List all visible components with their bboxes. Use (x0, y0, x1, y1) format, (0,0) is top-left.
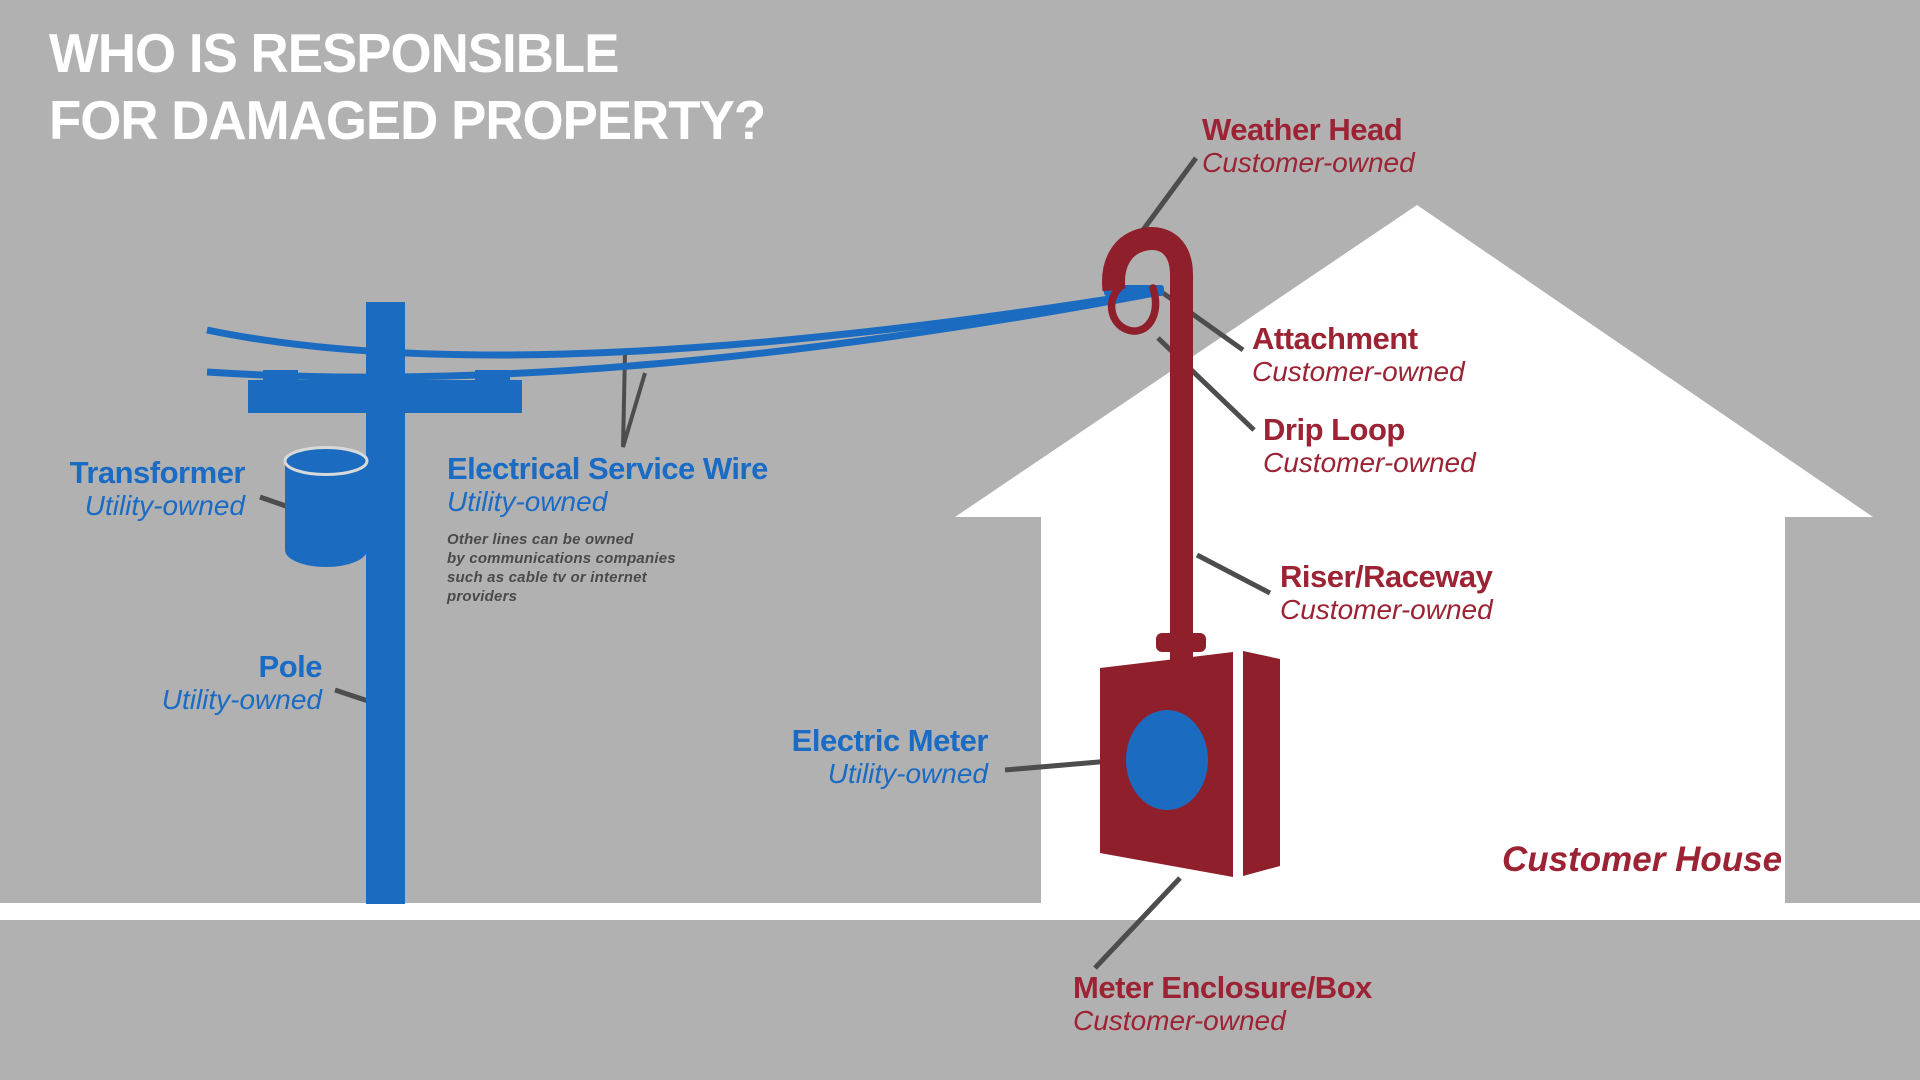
transformer-name: Transformer (69, 455, 246, 490)
pointer-riser (1195, 552, 1272, 596)
riser-raceway-label: Riser/Raceway Customer-owned (1280, 559, 1493, 626)
pointer-meter-enclosure (1093, 876, 1182, 970)
electrical-service-wire-label: Electrical Service Wire Utility-owned Ot… (447, 452, 768, 606)
page-title: WHO IS RESPONSIBLE FOR DAMAGED PROPERTY? (49, 20, 766, 154)
note-line-1: Other lines can be owned (447, 531, 634, 548)
pole-label: Pole Utility-owned (161, 649, 323, 716)
weather-head-ownership: Customer-owned (1202, 147, 1415, 178)
service-wire-lower (206, 288, 1161, 381)
attachment-name: Attachment (1252, 321, 1418, 356)
meter-enclosure-name: Meter Enclosure/Box (1073, 970, 1372, 1005)
weather-head-name: Weather Head (1202, 112, 1403, 147)
electric-meter-label: Electric Meter Utility-owned (791, 723, 989, 790)
transformer-graphic (285, 462, 367, 567)
electrical-service-wire-note: Other lines can be owned by communicatio… (447, 530, 768, 606)
electric-meter-ownership: Utility-owned (827, 758, 988, 789)
drip-loop-graphic (1107, 283, 1160, 335)
riser-raceway-name: Riser/Raceway (1280, 559, 1493, 594)
transformer-ownership: Utility-owned (84, 490, 245, 521)
attachment-label: Attachment Customer-owned (1252, 321, 1465, 388)
service-wire-upper (206, 287, 1161, 359)
pointer-weather-head (1140, 156, 1199, 232)
weather-head-label: Weather Head Customer-owned (1202, 112, 1415, 179)
meter-enclosure-ownership: Customer-owned (1073, 1005, 1286, 1036)
attachment-ownership: Customer-owned (1252, 356, 1465, 387)
page-title-line2: FOR DAMAGED PROPERTY? (49, 89, 766, 151)
page-title-line1: WHO IS RESPONSIBLE (49, 22, 619, 84)
meter-enclosure-label: Meter Enclosure/Box Customer-owned (1073, 970, 1372, 1037)
riser-coupling-graphic (1156, 633, 1206, 652)
transformer-lid (283, 446, 369, 476)
ground-strip (0, 903, 1920, 920)
electric-meter-dial (1126, 710, 1208, 810)
customer-house-shape (955, 205, 1873, 903)
note-line-3: such as cable tv or internet (447, 569, 647, 586)
pointer-service-wire (621, 352, 647, 448)
weather-head-graphic (1102, 227, 1193, 322)
crossarm-graphic (248, 380, 522, 413)
electrical-service-wire-ownership: Utility-owned (447, 486, 608, 517)
customer-house-label: Customer House (1502, 840, 1783, 879)
note-line-4: providers (447, 588, 518, 605)
drip-loop-label: Drip Loop Customer-owned (1263, 412, 1476, 479)
pole-ownership: Utility-owned (161, 684, 322, 715)
note-line-2: by communications companies (447, 550, 676, 567)
riser-pipe-graphic (1170, 290, 1193, 635)
electrical-service-wire-name: Electrical Service Wire (447, 451, 768, 486)
drip-loop-ownership: Customer-owned (1263, 447, 1476, 478)
riser-raceway-ownership: Customer-owned (1280, 594, 1493, 625)
transformer-label: Transformer Utility-owned (69, 455, 246, 522)
meter-box-side (1243, 651, 1280, 876)
pole-name: Pole (258, 649, 323, 684)
electric-meter-name: Electric Meter (791, 723, 989, 758)
drip-loop-name: Drip Loop (1263, 412, 1405, 447)
